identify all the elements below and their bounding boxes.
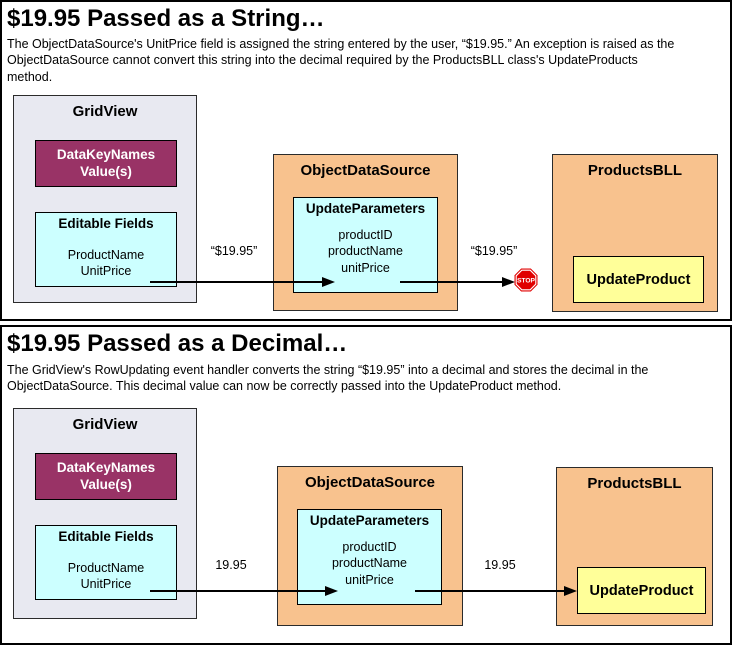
flow-arrowhead-icon — [322, 277, 335, 287]
panel-description: The GridView's RowUpdating event handler… — [7, 363, 649, 394]
gridview-box: GridView DataKeyNames Value(s) Editable … — [13, 95, 197, 303]
editable-fields-list: ProductName UnitPrice — [67, 248, 145, 278]
arrow-value-label: “$19.95” — [210, 244, 258, 258]
panel-description: The ObjectDataSource's UnitPrice field i… — [7, 37, 675, 84]
editable-fields-box: Editable Fields ProductName UnitPrice — [35, 212, 177, 287]
panel-heading: $19.95 Passed as a Decimal… — [7, 330, 348, 357]
updateparameters-box: UpdateParameters productID productName u… — [297, 509, 442, 605]
editable-fields-box: Editable Fields ProductName UnitPrice — [35, 525, 177, 600]
updateparameters-box: UpdateParameters productID productName u… — [293, 197, 438, 293]
productsbll-box: ProductsBLL UpdateProduct — [552, 154, 718, 312]
updateparameters-list: productID productName unitPrice — [331, 540, 408, 587]
panel-heading: $19.95 Passed as a String… — [7, 5, 325, 32]
stop-icon: STOP — [514, 268, 538, 292]
flow-arrow-line — [400, 281, 503, 283]
datakeynames-box: DataKeyNames Value(s) — [35, 140, 177, 187]
objectdatasource-box: ObjectDataSource UpdateParameters produc… — [277, 466, 463, 626]
panel-passed-as-decimal: $19.95 Passed as a Decimal… The GridView… — [0, 325, 732, 645]
arrow-value-label: 19.95 — [215, 558, 247, 572]
flow-arrow-line — [150, 590, 326, 592]
objectdatasource-title: ObjectDataSource — [304, 474, 436, 491]
updateproduct-box: UpdateProduct — [573, 256, 704, 303]
panel-passed-as-string: $19.95 Passed as a String… The ObjectDat… — [0, 0, 732, 321]
flow-arrowhead-icon — [502, 277, 515, 287]
flow-arrow-line — [150, 281, 324, 283]
flow-arrow-line — [415, 590, 565, 592]
gridview-title: GridView — [72, 416, 138, 433]
arrow-value-label: 19.95 — [484, 558, 516, 572]
productsbll-title: ProductsBLL — [587, 162, 683, 179]
stop-icon-text: STOP — [517, 278, 535, 285]
datakeynames-box: DataKeyNames Value(s) — [35, 453, 177, 500]
productsbll-title: ProductsBLL — [587, 475, 682, 492]
editable-fields-title: Editable Fields — [58, 216, 154, 231]
flow-arrowhead-icon — [564, 586, 577, 596]
productsbll-box: ProductsBLL UpdateProduct — [556, 467, 713, 626]
editable-fields-title: Editable Fields — [58, 529, 154, 544]
updateparameters-title: UpdateParameters — [305, 201, 426, 216]
gridview-box: GridView DataKeyNames Value(s) Editable … — [13, 408, 197, 619]
arrow-value-label: “$19.95” — [470, 244, 518, 258]
updateproduct-box: UpdateProduct — [577, 567, 706, 614]
updateparameters-list: productID productName unitPrice — [327, 228, 404, 275]
gridview-title: GridView — [72, 103, 138, 120]
editable-fields-list: ProductName UnitPrice — [67, 561, 145, 591]
objectdatasource-box: ObjectDataSource UpdateParameters produc… — [273, 154, 458, 311]
flow-arrowhead-icon — [325, 586, 338, 596]
updateparameters-title: UpdateParameters — [309, 513, 430, 528]
objectdatasource-title: ObjectDataSource — [300, 162, 431, 179]
